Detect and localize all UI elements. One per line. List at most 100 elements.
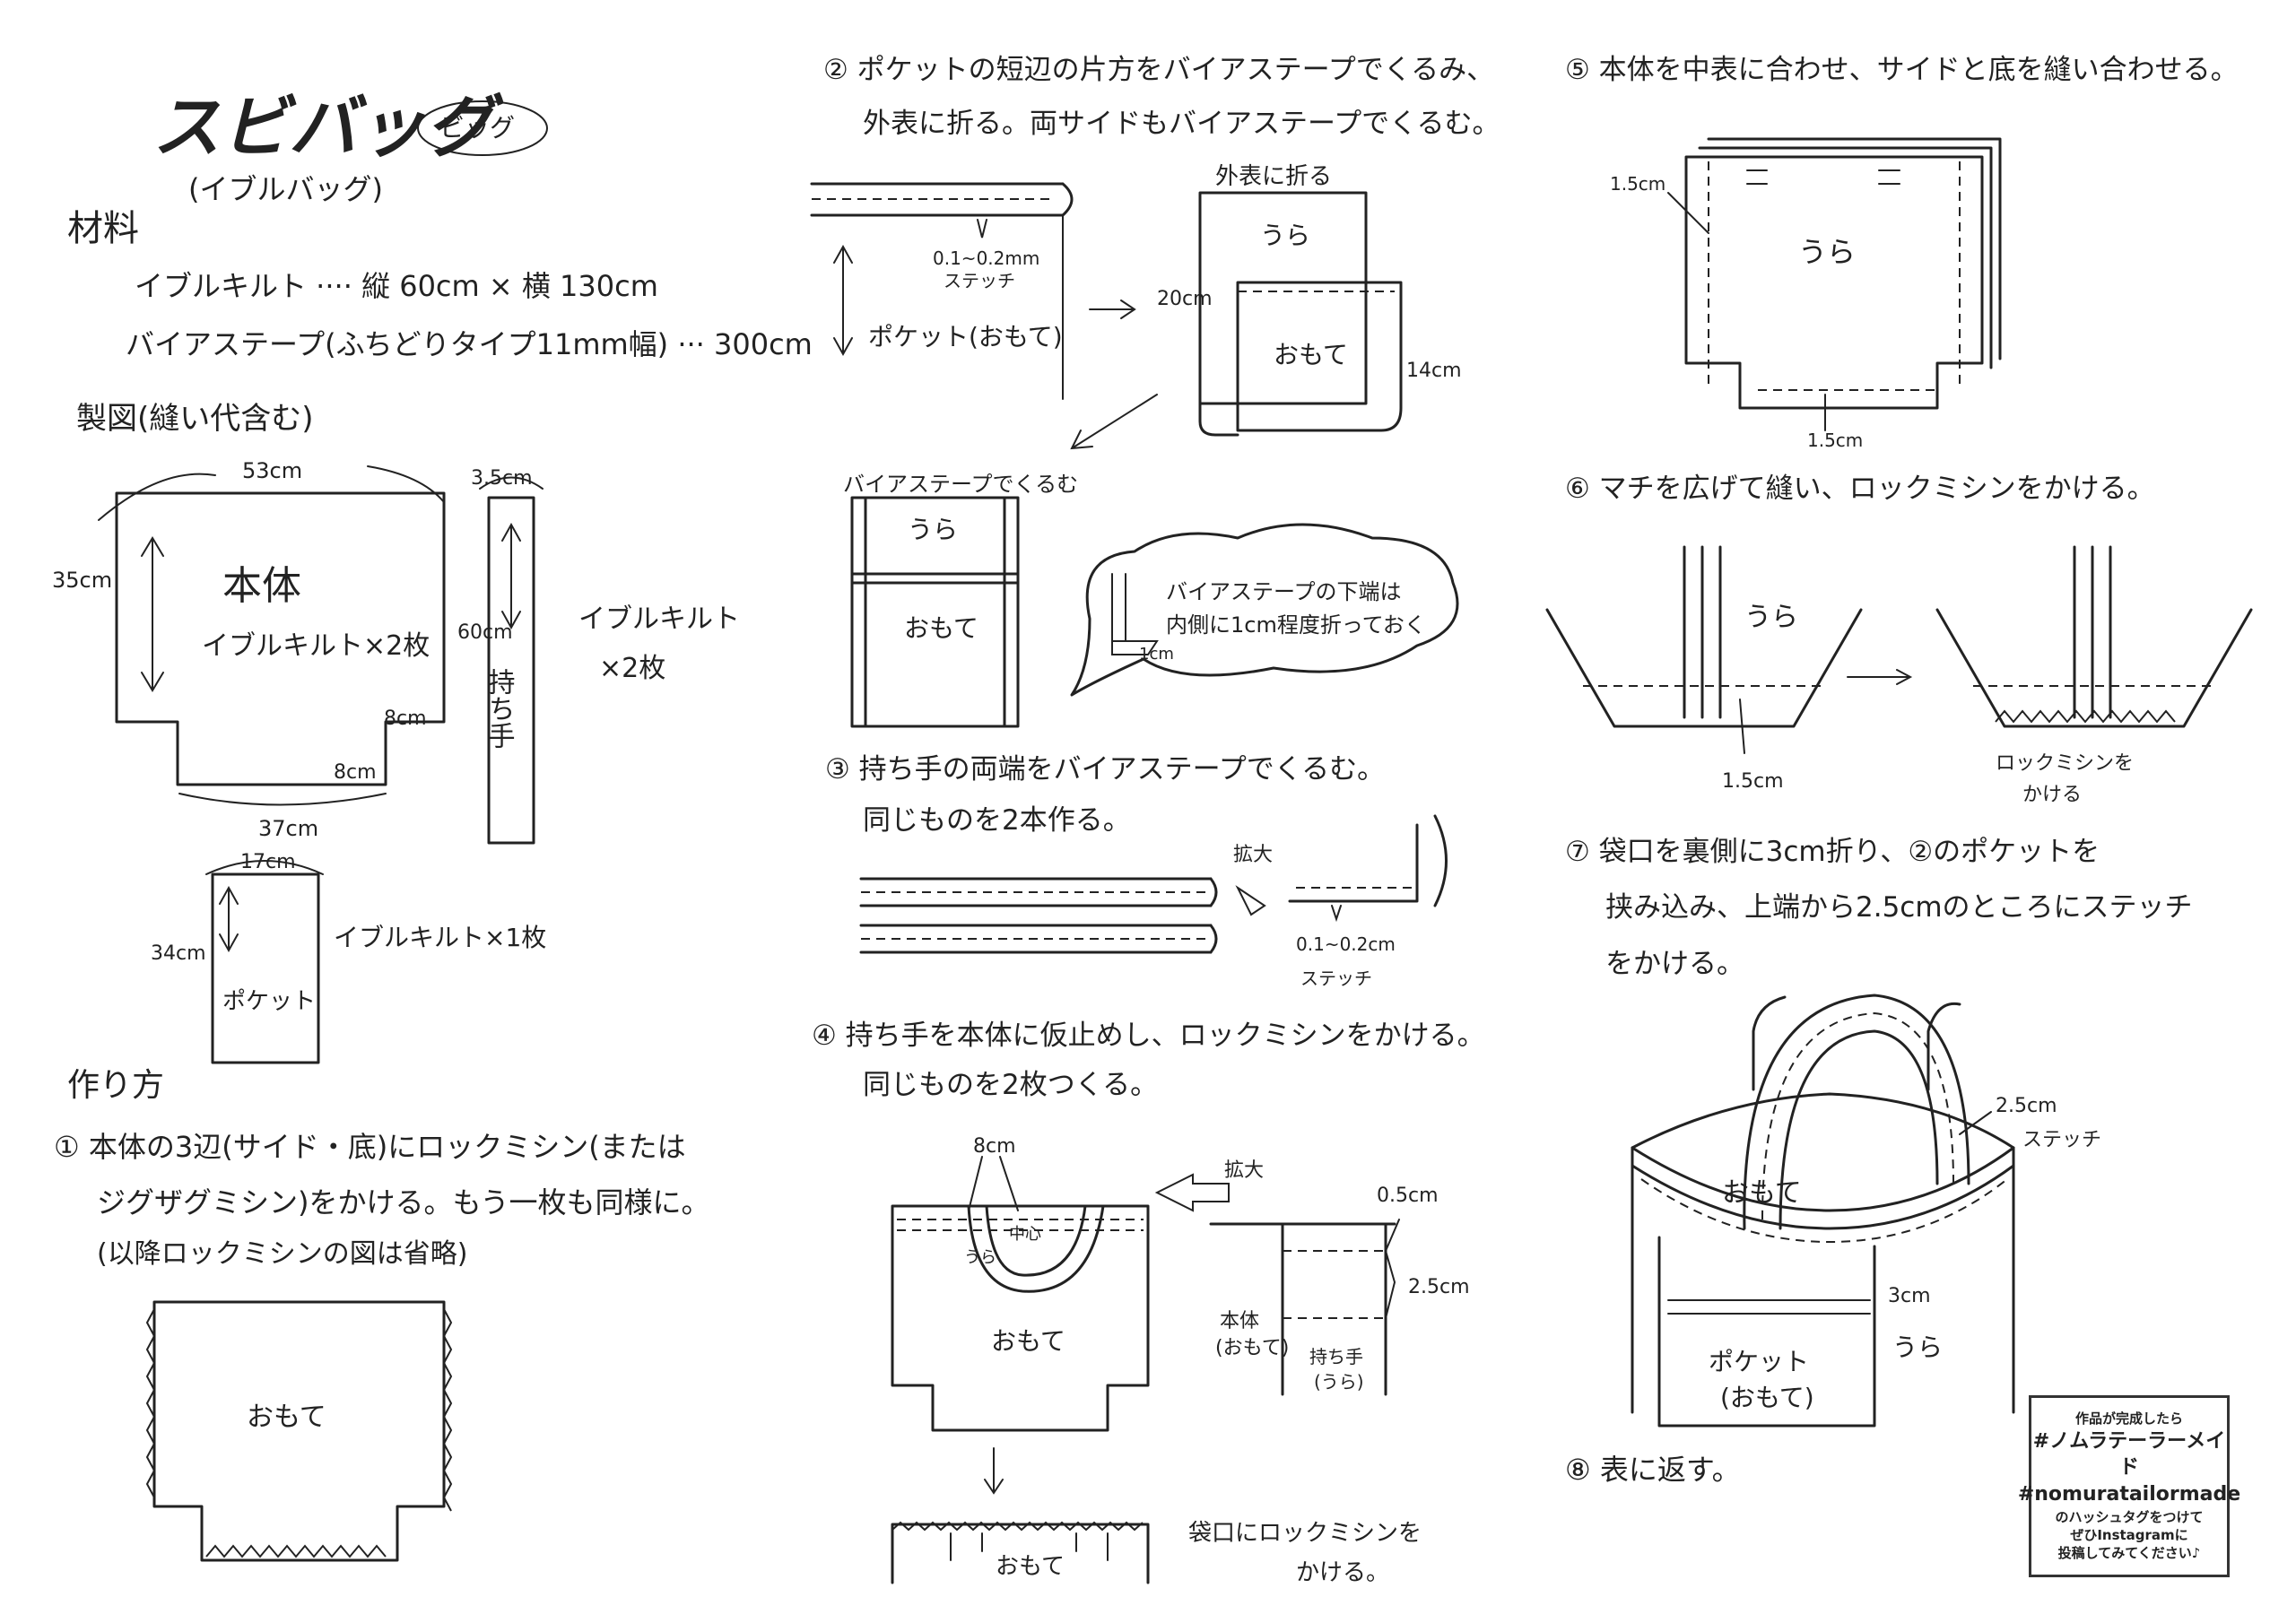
step7-omote: おもて	[1722, 1177, 1802, 1209]
step4-edge1: 袋口にロックミシンを	[1188, 1520, 1422, 1547]
step5-c15b: 1.5cm	[1807, 430, 1863, 451]
step7-pocket2: (おもて)	[1720, 1383, 1814, 1412]
step1-line2: ジグザグミシン)をかける。もう一枚も同様に。	[97, 1185, 710, 1219]
step3-stitch: 0.1~0.2cm	[1296, 933, 1396, 955]
body-height-arrow	[141, 536, 164, 692]
step2-ura: うら	[1260, 221, 1310, 250]
step7-line3: をかける。	[1605, 948, 1744, 980]
body-left-dim: 35cm	[52, 568, 112, 593]
step4-omote-bottom: おもて	[996, 1553, 1065, 1580]
step4-body1: 本体	[1220, 1310, 1259, 1332]
pocket-width-dim: 17cm	[240, 851, 296, 873]
bubble-line1: バイアステープの下端は	[1166, 579, 1402, 604]
note-line3: #nomuratailormade	[2017, 1483, 2241, 1506]
step2-line2: 外表に折る。両サイドもバイアステープでくるむ。	[863, 108, 1500, 140]
speech-bubble	[1070, 523, 1459, 697]
step6-lock2: かける	[2022, 784, 2082, 806]
zoom-arrow	[1154, 1173, 1230, 1212]
step3-zoom: 拡大	[1233, 844, 1273, 866]
dim-arc	[479, 476, 544, 490]
step4-handle2: (うら)	[1314, 1371, 1364, 1393]
pocket-front-panel	[1236, 281, 1403, 432]
stitch-line	[1761, 1011, 1954, 1220]
step4-c05: 0.5cm	[1377, 1185, 1439, 1207]
step7-pocket1: ポケット	[1709, 1347, 1809, 1376]
tape-fold-detail	[1111, 573, 1159, 655]
note-line4: のハッシュタグをつけて	[2055, 1508, 2204, 1525]
handle-strip	[859, 877, 1213, 954]
pocket-height-arrow	[219, 885, 239, 953]
step6-line: ⑥ マチを広げて縫い、ロックミシンをかける。	[1565, 473, 2155, 505]
materials-heading: 材料	[67, 208, 139, 249]
step5-body-outline	[1684, 155, 1984, 410]
pocket-arrow	[833, 244, 853, 357]
body-top-dim: 53cm	[242, 458, 302, 483]
method-heading: 作り方	[67, 1067, 164, 1104]
title-size: ビッグ	[439, 113, 515, 143]
step2-ura2: うら	[908, 515, 958, 544]
bag-rim-back	[1631, 1092, 2015, 1150]
step2-omote2: おもて	[904, 613, 978, 643]
step2-h20: 20cm	[1157, 288, 1213, 310]
step4-body2: (おもて)	[1215, 1337, 1289, 1359]
handle-ends	[950, 1532, 1109, 1561]
step5-line: ⑤ 本体を中表に合わせ、サイドと底を縫い合わせる。	[1565, 54, 2239, 86]
overlock-zigzag	[145, 1308, 453, 1558]
step2-pocket: ポケット(おもて)	[868, 322, 1063, 352]
step3-stitch-label: ステッチ	[1300, 968, 1372, 989]
note-line2: #ノムラテーラーメイド	[2032, 1429, 2226, 1480]
next-arrow	[1070, 394, 1158, 450]
note-line6: 投稿してみてください♪	[2057, 1545, 2201, 1562]
title-main: スビバッグ	[152, 87, 504, 167]
step4-c25: 2.5cm	[1408, 1276, 1470, 1298]
overlock-zigzag	[1995, 709, 2176, 724]
bag-body	[1631, 1146, 2015, 1428]
body-pattern-outline	[115, 491, 446, 786]
step4-line2: 同じものを2枚つくる。	[863, 1069, 1158, 1101]
stitch-line	[1283, 1250, 1386, 1319]
step7-stitch: ステッチ	[2022, 1129, 2101, 1151]
step1-line1: ① 本体の3辺(サイド・底)にロックミシン(または	[54, 1130, 686, 1164]
handle-width-dim: 3.5cm	[471, 467, 533, 490]
pocket-wrapped	[850, 496, 1020, 728]
pocket-top	[1667, 1299, 1871, 1315]
handle-note2: ×2枚	[599, 653, 665, 684]
body-note: イブルキルト×2枚	[202, 630, 430, 662]
step2-stitch-label: ステッチ	[944, 270, 1015, 291]
step8-line: ⑧ 表に返す。	[1565, 1453, 1741, 1487]
step4-omote: おもて	[991, 1326, 1065, 1356]
dim-pointer	[1667, 192, 1709, 234]
stitch-pointer	[1331, 905, 1342, 923]
step4-w8: 8cm	[973, 1135, 1016, 1158]
dim-arc	[178, 793, 387, 806]
pocket-fold-edge	[810, 182, 1074, 217]
step5-back-layers	[1698, 137, 2002, 369]
step4-center: 中心	[1009, 1225, 1041, 1244]
handle-length-arrow	[501, 522, 521, 630]
zoom-arrow	[1235, 885, 1266, 916]
step2-line1: ② ポケットの短辺の片方をバイアステープでくるみ、	[823, 54, 1494, 86]
size-bubble	[417, 100, 548, 156]
note-line5: ぜひInstagramに	[2070, 1527, 2188, 1544]
dim-pointer	[1385, 1219, 1400, 1319]
step1-label: おもて	[247, 1402, 326, 1433]
pocket-height-dim: 34cm	[151, 942, 206, 965]
step7-c25: 2.5cm	[1996, 1095, 2057, 1117]
step4-ura: うら	[964, 1248, 996, 1267]
stitch-line	[1640, 1178, 2008, 1244]
step6-seam-right	[2073, 545, 2112, 719]
seam-line	[1708, 161, 1961, 391]
step2-stitch: 0.1~0.2mm	[933, 247, 1039, 269]
pocket-fold-curve	[1198, 402, 1239, 437]
body-name: 本体	[222, 563, 301, 609]
step6-corner-right	[1935, 608, 2253, 728]
step3-line1: ③ 持ち手の両端をバイアステープでくるむ。	[825, 753, 1385, 785]
hashtag-note-box: 作品が完成したら #ノムラテーラーメイド #nomuratailormade の…	[2018, 1395, 2240, 1577]
pocket-name: ポケット	[222, 988, 316, 1015]
handle-zoom-detail	[1288, 814, 1448, 907]
handle-end	[1209, 877, 1218, 954]
next-arrow	[1847, 669, 1913, 685]
step7-line2: 挟み込み、上端から2.5cmのところにステッチ	[1605, 891, 2193, 924]
width-pointer	[968, 1156, 1019, 1211]
